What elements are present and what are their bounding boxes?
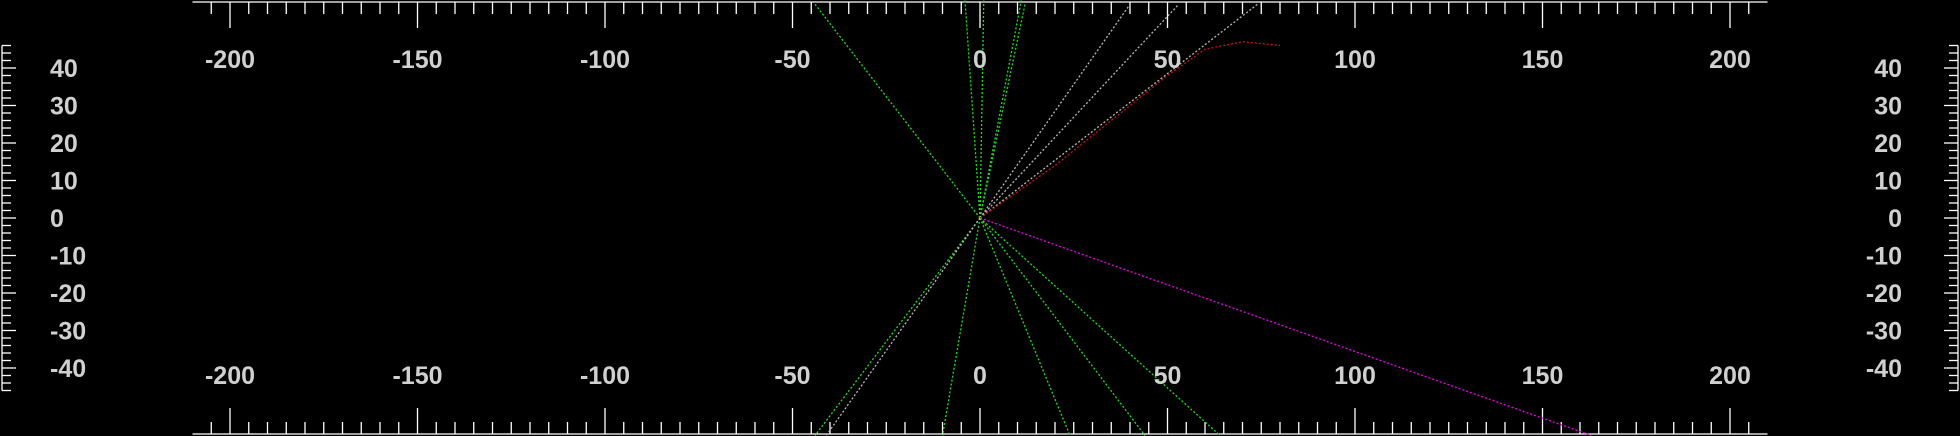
right-y-tick-label: -40: [1866, 355, 1902, 383]
left-y-tick-label: 10: [50, 168, 78, 196]
right-y-tick-label: -20: [1866, 280, 1902, 308]
bottom-x-tick-label: -50: [774, 362, 810, 390]
left-y-tick-label: 40: [50, 55, 78, 83]
series-line-14: [825, 217, 981, 436]
left-y-tick-label: -20: [50, 280, 86, 308]
bottom-x-tick-label: 0: [973, 362, 987, 390]
right-y-tick-label: -30: [1866, 318, 1902, 346]
right-y-tick-label: 40: [1874, 55, 1902, 83]
series-line-3: [979, 0, 1022, 219]
right-y-tick-label: 10: [1874, 168, 1902, 196]
series-line-4: [979, 4, 1026, 219]
left-y-tick-label: -40: [50, 355, 86, 383]
bottom-x-tick-label: 200: [1709, 362, 1751, 390]
series-line-12: [979, 217, 1146, 436]
series-line-13: [979, 217, 1221, 436]
series-line-0: [814, 3, 981, 219]
top-x-tick-label: 200: [1709, 46, 1751, 74]
series-line-1: [964, 0, 981, 219]
left-y-tick-label: -30: [50, 318, 86, 346]
top-x-tick-label: -200: [205, 46, 255, 74]
top-x-tick-label: 150: [1522, 46, 1564, 74]
series-line-10: [941, 217, 981, 436]
top-x-tick-label: -50: [774, 46, 810, 74]
series-line-15: [979, 41, 1281, 219]
bottom-x-tick-label: 100: [1334, 362, 1376, 390]
series-line-5: [979, 3, 1131, 219]
right-y-tick-label: 30: [1874, 93, 1902, 121]
top-x-tick-label: -100: [580, 46, 630, 74]
series-line-9: [814, 217, 981, 436]
right-y-tick-label: 20: [1874, 130, 1902, 158]
bottom-x-tick-label: -200: [205, 362, 255, 390]
top-x-tick-label: 50: [1154, 46, 1182, 74]
left-y-tick-label: 30: [50, 93, 78, 121]
series-line-8: [979, 217, 1592, 436]
top-x-tick-label: -150: [392, 46, 442, 74]
bottom-x-tick-label: -100: [580, 362, 630, 390]
bottom-x-tick-label: 150: [1522, 362, 1564, 390]
bottom-x-tick-label: -150: [392, 362, 442, 390]
bottom-x-tick-label: 50: [1154, 362, 1182, 390]
series-line-11: [979, 217, 1071, 436]
top-x-tick-label: 100: [1334, 46, 1376, 74]
series-layer: [814, 0, 1592, 436]
left-y-tick-label: -10: [50, 243, 86, 271]
label-layer: -200-200-150-150-100-100-50-500050501001…: [50, 46, 1902, 390]
series-line-6: [979, 3, 1180, 219]
left-y-tick-label: 0: [50, 205, 64, 233]
right-y-tick-label: 0: [1888, 205, 1902, 233]
series-line-2: [979, 0, 985, 219]
right-y-tick-label: -10: [1866, 243, 1902, 271]
top-x-tick-label: 0: [973, 46, 987, 74]
left-y-tick-label: 20: [50, 130, 78, 158]
